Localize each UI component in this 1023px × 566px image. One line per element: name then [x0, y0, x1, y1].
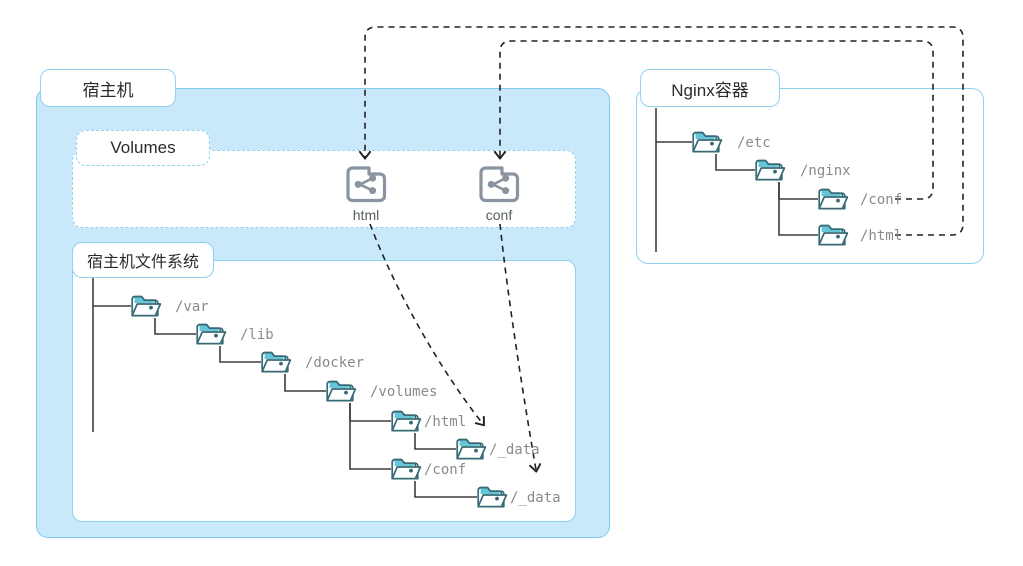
node-label-conf: /conf [424, 462, 467, 478]
nginx-container-label: Nginx容器 [640, 69, 780, 107]
node-label-conf-data: /_data [510, 490, 561, 506]
volume-label-html: html [352, 207, 380, 223]
node-label-var: /var [175, 299, 209, 315]
host-filesystem-label: 宿主机文件系统 [72, 242, 214, 278]
node-label-lib: /lib [240, 327, 274, 343]
volume-label-conf: conf [485, 207, 513, 223]
node-label-container-html: /html [860, 228, 903, 244]
host-filesystem-panel [72, 260, 576, 522]
node-label-volumes: /volumes [370, 384, 438, 400]
node-label-container-conf: /conf [860, 192, 903, 208]
node-label-nginx: /nginx [800, 163, 851, 179]
volumes-label: Volumes [76, 130, 210, 166]
node-label-html: /html [424, 414, 467, 430]
node-label-docker: /docker [305, 355, 365, 371]
node-label-etc: /etc [737, 135, 771, 151]
node-label-html-data: /_data [489, 442, 540, 458]
host-machine-label: 宿主机 [40, 69, 176, 107]
